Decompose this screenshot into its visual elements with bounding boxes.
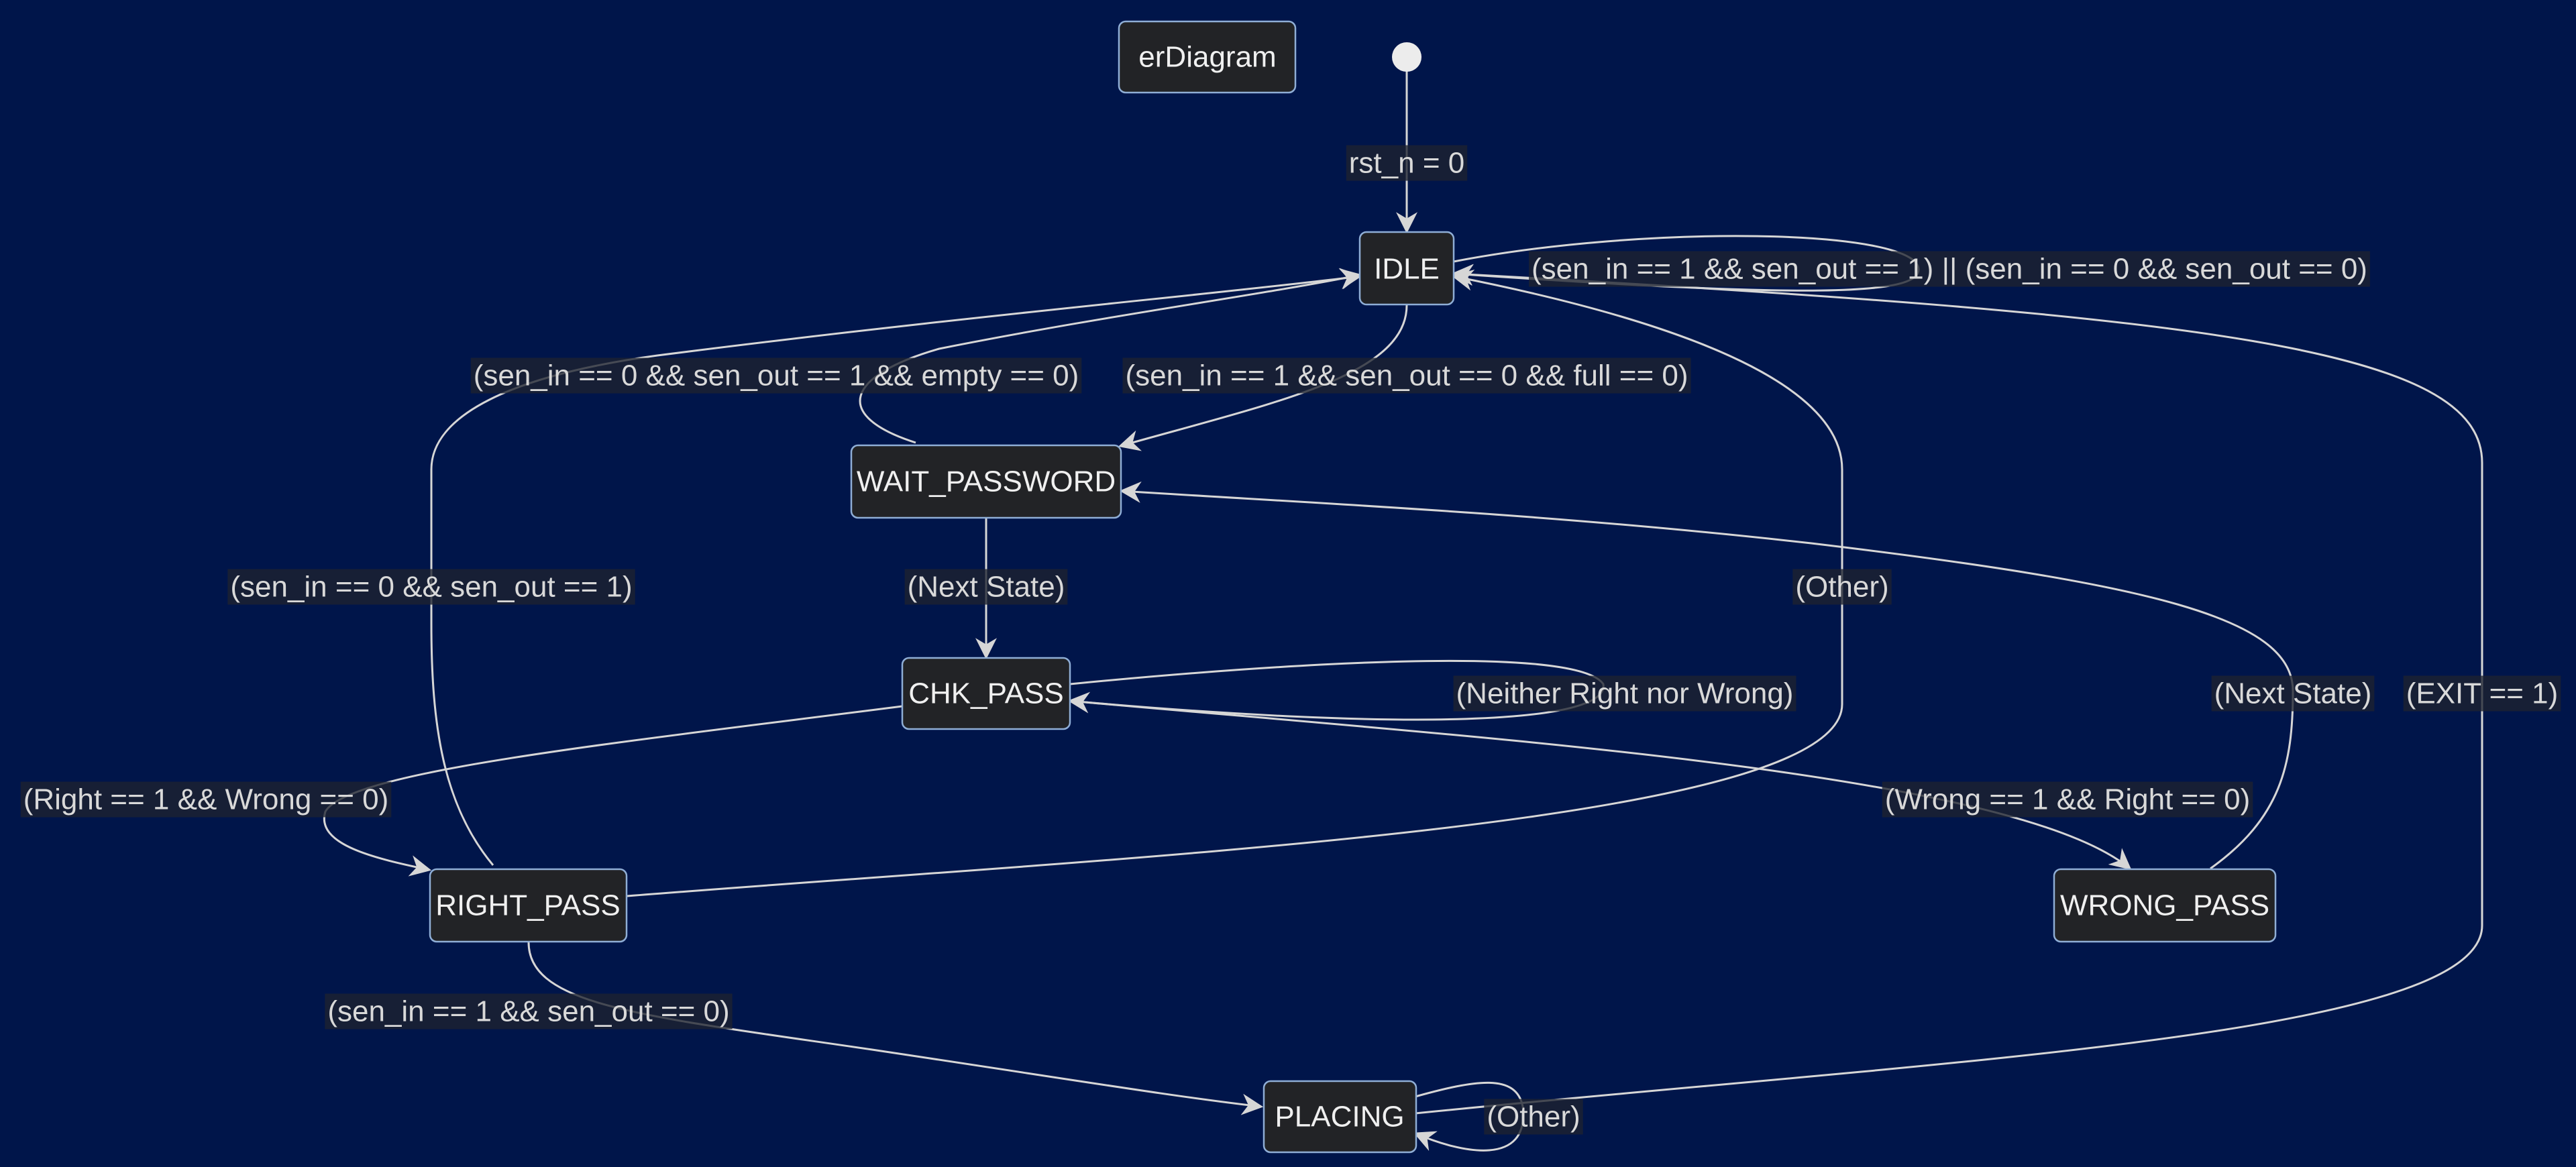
- edge-label-rightpass-other-to-idle: (Other): [1792, 569, 1892, 605]
- svg-text:(sen_in == 1 && sen_out == 0): (sen_in == 1 && sen_out == 0): [327, 995, 729, 1028]
- state-wrong-pass-label: WRONG_PASS: [2060, 889, 2269, 922]
- edge-label-chk-to-wrong: (Wrong == 1 && Right == 0): [1882, 781, 2253, 818]
- edge-label-wait-to-idle: (sen_in == 0 && sen_out == 1 && empty ==…: [470, 357, 1082, 394]
- edge-label-right-to-idle: (sen_in == 0 && sen_out == 1): [227, 569, 635, 605]
- state-placing[interactable]: PLACING: [1263, 1080, 1417, 1154]
- edge-label-wait-to-chk: (Next State): [904, 569, 1068, 605]
- svg-text:(Other): (Other): [1795, 571, 1888, 604]
- state-idle-label: IDLE: [1374, 253, 1440, 286]
- edge-label-chk-self: (Neither Right nor Wrong): [1453, 675, 1796, 712]
- svg-text:(Next State): (Next State): [2214, 677, 2372, 710]
- edge-label-idle-to-wait: (sen_in == 1 && sen_out == 0 && full == …: [1122, 357, 1691, 394]
- edge-label-placing-exit-to-idle: (EXIT == 1): [2403, 675, 2561, 712]
- edge-label-chk-to-right: (Right == 1 && Wrong == 0): [20, 781, 392, 818]
- svg-text:(sen_in == 1 && sen_out == 0 &: (sen_in == 1 && sen_out == 0 && full == …: [1125, 359, 1688, 392]
- state-er-diagram-label: erDiagram: [1138, 41, 1276, 74]
- edge-wrong-to-wait: [1119, 481, 2294, 870]
- edge-label-start-to-idle: rst_n = 0: [1346, 145, 1468, 181]
- state-chk-pass[interactable]: CHK_PASS: [901, 657, 1071, 730]
- svg-text:(Other): (Other): [1487, 1101, 1580, 1133]
- edge-chk-to-wrong: [1069, 700, 2132, 871]
- state-wait-password-label: WAIT_PASSWORD: [857, 465, 1116, 498]
- state-er-diagram[interactable]: erDiagram: [1118, 20, 1297, 94]
- state-right-pass-label: RIGHT_PASS: [435, 889, 620, 922]
- edge-rightpass-other-to-idle: [627, 269, 1843, 897]
- svg-text:(sen_in == 0 && sen_out == 1): (sen_in == 0 && sen_out == 1): [230, 571, 632, 604]
- edge-right-to-placing: [527, 942, 1264, 1115]
- edge-labels: rst_n = 0 (sen_in == 1 && sen_out == 1) …: [20, 145, 2561, 1135]
- svg-text:(Next State): (Next State): [908, 571, 1065, 604]
- edge-label-right-to-placing: (sen_in == 1 && sen_out == 0): [325, 993, 733, 1030]
- edge-label-placing-self: (Other): [1484, 1099, 1583, 1135]
- svg-text:(sen_in == 0 && sen_out == 1 &: (sen_in == 0 && sen_out == 1 && empty ==…: [474, 359, 1079, 392]
- edge-label-idle-self: (sen_in == 1 && sen_out == 1) || (sen_in…: [1529, 251, 2370, 287]
- start-node: [1392, 42, 1421, 72]
- state-wrong-pass[interactable]: WRONG_PASS: [2053, 868, 2277, 943]
- svg-text:(Wrong == 1 && Right == 0): (Wrong == 1 && Right == 0): [1885, 783, 2251, 816]
- state-idle[interactable]: IDLE: [1358, 231, 1455, 306]
- svg-text:(Right == 1 && Wrong == 0): (Right == 1 && Wrong == 0): [23, 783, 389, 816]
- svg-text:(EXIT == 1): (EXIT == 1): [2406, 677, 2559, 710]
- edge-chk-to-right: [323, 705, 903, 877]
- state-chk-pass-label: CHK_PASS: [908, 677, 1064, 710]
- svg-text:(sen_in == 1 && sen_out == 1): (sen_in == 1 && sen_out == 1) || (sen_in…: [1532, 253, 2367, 286]
- edges: [323, 57, 2483, 1152]
- state-placing-label: PLACING: [1275, 1101, 1404, 1133]
- svg-text:rst_n = 0: rst_n = 0: [1349, 147, 1464, 180]
- edge-wait-to-idle: [859, 268, 1362, 444]
- state-right-pass[interactable]: RIGHT_PASS: [429, 868, 628, 943]
- state-wait-password[interactable]: WAIT_PASSWORD: [850, 444, 1122, 519]
- edge-label-wrong-to-wait: (Next State): [2211, 675, 2375, 712]
- svg-text:(Neither Right nor Wrong): (Neither Right nor Wrong): [1456, 677, 1794, 710]
